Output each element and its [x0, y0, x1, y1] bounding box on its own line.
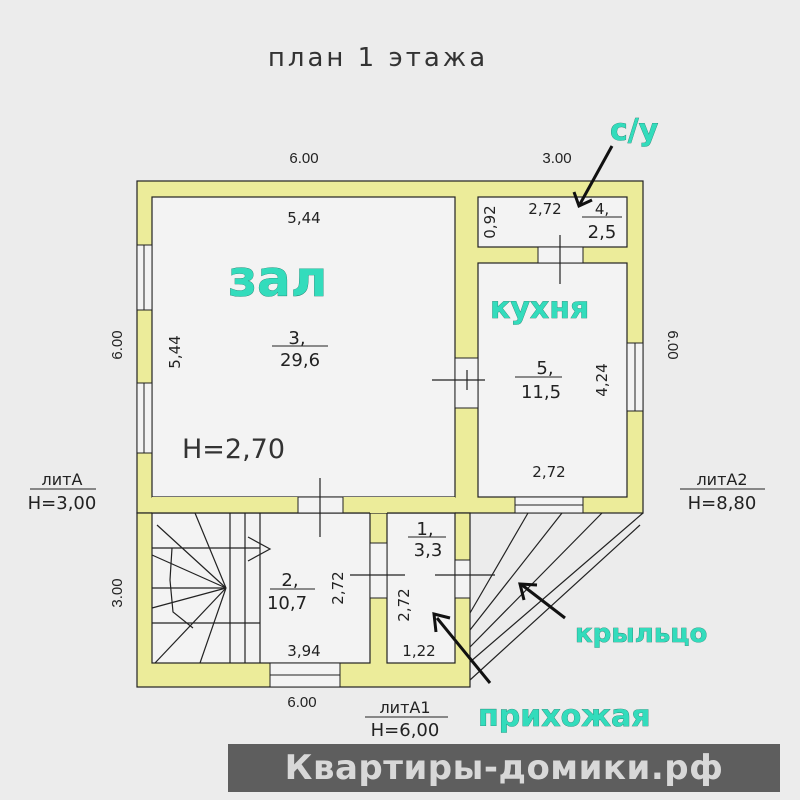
- room-bathroom: [477, 196, 628, 248]
- hall-number: 2,: [281, 570, 298, 591]
- zal-number: 3,: [288, 328, 305, 349]
- arrow-icon: [578, 145, 614, 205]
- room-kitchen: [477, 262, 628, 498]
- dim-bottom: 6.00: [287, 694, 316, 711]
- liter-a1-name: литА1: [379, 698, 430, 717]
- entrance-label: прихожая: [478, 699, 651, 734]
- porch-label: крыльцо: [575, 619, 707, 649]
- bathroom-number: 4,: [595, 200, 609, 218]
- staircase: [151, 512, 272, 664]
- zal-area: 29,6: [280, 350, 320, 371]
- liter-a1-height: H=6,00: [371, 720, 440, 741]
- zal-label: зал: [228, 250, 327, 308]
- kitchen-number: 5,: [536, 358, 553, 379]
- dim-left-upper: 6.00: [109, 330, 126, 359]
- room-entrance: [386, 512, 456, 664]
- entrance-depth: 2,72: [395, 588, 413, 621]
- liter-a2-name: литА2: [696, 470, 747, 489]
- zal-depth: 5,44: [166, 335, 184, 368]
- hall-depth: 2,72: [329, 571, 347, 604]
- dim-left-lower: 3.00: [109, 578, 126, 607]
- liter-a2-height: H=8,80: [688, 493, 757, 514]
- hall-width: 3,94: [287, 642, 320, 660]
- liter-a-name: литА: [42, 470, 83, 489]
- plan-title: план 1 этажа: [268, 43, 488, 73]
- kitchen-label: кухня: [490, 291, 589, 326]
- zal-width: 5,44: [287, 209, 320, 227]
- porch: [469, 512, 644, 681]
- doors: [297, 235, 584, 599]
- bathroom-area: 2,5: [588, 222, 617, 243]
- dim-top-right: 3.00: [542, 150, 571, 167]
- kitchen-width: 2,72: [532, 463, 565, 481]
- watermark-text: Квартиры-домики.рф: [284, 748, 724, 788]
- entrance-area: 3,3: [414, 540, 443, 561]
- arrow-icon: [435, 617, 492, 684]
- room-zal: [151, 196, 456, 498]
- entrance-width: 1,22: [402, 642, 435, 660]
- hall-area: 10,7: [267, 593, 307, 614]
- bathroom-width: 2,72: [528, 200, 561, 218]
- liter-a-height: H=3,00: [28, 493, 97, 514]
- arrow-icon: [521, 583, 566, 620]
- bathroom-depth: 0,92: [481, 205, 499, 238]
- watermark-banner: Квартиры-домики.рф: [228, 744, 780, 792]
- entrance-number: 1,: [416, 519, 433, 540]
- zal-height: H=2,70: [182, 434, 285, 465]
- dim-right: 6.00: [664, 330, 681, 359]
- kitchen-depth: 4,24: [593, 363, 611, 396]
- dim-top-left: 6.00: [289, 150, 318, 167]
- windows: [136, 244, 644, 688]
- kitchen-area: 11,5: [521, 382, 561, 403]
- bathroom-label: с/у: [610, 113, 659, 148]
- walls: [136, 180, 644, 688]
